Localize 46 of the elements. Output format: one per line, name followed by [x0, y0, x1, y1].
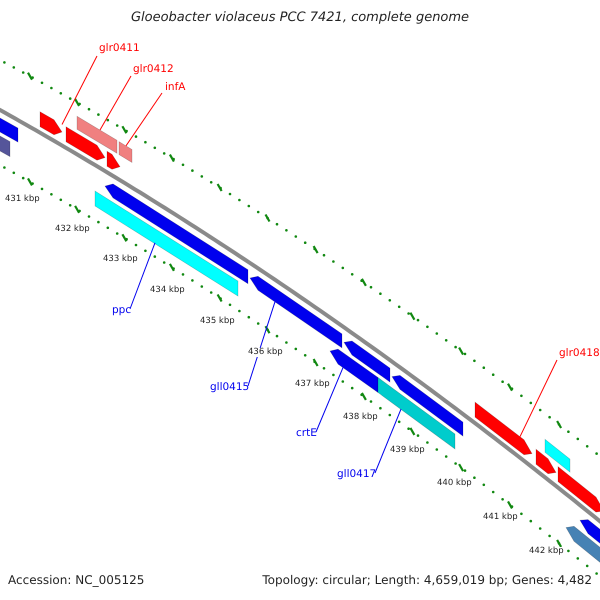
scale-label: 436 kbp [248, 348, 283, 356]
gene-feature [104, 184, 248, 284]
scale-label: 435 kbp [200, 317, 235, 326]
gene-feature [94, 190, 238, 297]
scale-label: 432 kbp [55, 225, 90, 234]
gene-feature [118, 141, 132, 164]
scale-label: 431 kbp [5, 195, 40, 204]
gene-feature [536, 448, 556, 474]
gene-label: glr0411 [99, 43, 140, 54]
leader-line [248, 301, 276, 386]
title: Gloeobacter violaceus PCC 7421, complete genome [130, 11, 470, 24]
gene-feature [66, 126, 106, 161]
gene-feature [40, 111, 62, 136]
gene-feature [330, 348, 378, 394]
gene-label: crtE [296, 428, 317, 438]
leader-line [130, 242, 156, 310]
scale-label: 442 kbp [529, 547, 564, 556]
gene-label: glr0418 [559, 348, 600, 358]
scale-label: 441 kbp [483, 513, 518, 522]
gene-feature [544, 438, 570, 473]
gene-label: gll0415 [210, 382, 250, 392]
gene-feature [76, 116, 118, 154]
gene-feature [344, 340, 390, 383]
gene-feature [106, 150, 120, 170]
gene-label: gll0417 [337, 469, 376, 480]
gene-feature [474, 402, 532, 456]
leader-line [126, 92, 162, 146]
scale-label: 434 kbp [150, 286, 185, 294]
gene-feature [558, 466, 600, 512]
leader-line [100, 76, 132, 130]
leader-line [316, 367, 344, 432]
scale-label: 438 kbp [343, 413, 378, 422]
gene-label: infA [165, 82, 186, 92]
leader-line [374, 408, 402, 474]
gene-label: glr0412 [133, 64, 174, 74]
genome-summary: Topology: circular; Length: 4,659,019 bp; Genes: 4,482 [262, 574, 592, 586]
scale-label: 437 kbp [295, 380, 330, 388]
scale-label: 433 kbp [103, 255, 138, 264]
accession-text: Accession: NC_005125 [8, 574, 144, 586]
gene-feature [250, 276, 342, 348]
scale-label: 440 kbp [437, 479, 472, 488]
gene-label: ppc [112, 305, 132, 316]
leader-line [520, 360, 558, 438]
scale-label: 439 kbp [390, 446, 425, 454]
gene-feature [392, 375, 464, 437]
leader-line [62, 56, 98, 125]
